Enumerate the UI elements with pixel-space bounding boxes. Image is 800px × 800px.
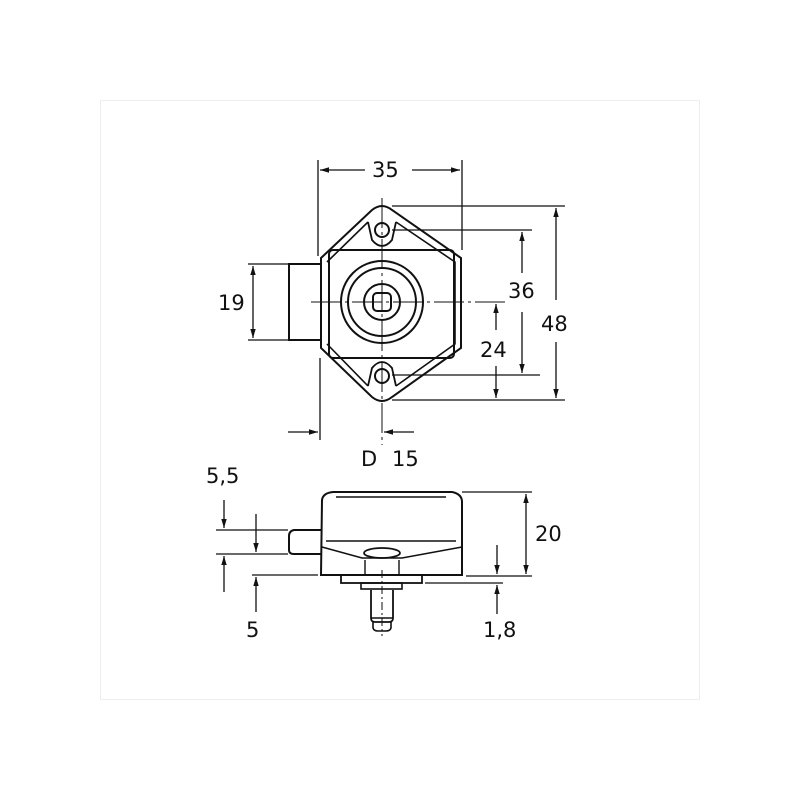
housing-face <box>328 249 455 359</box>
side-push-button <box>288 529 321 555</box>
side-view-dimensions <box>216 491 532 614</box>
side-view <box>288 491 463 636</box>
dim-width-35: 35 <box>372 158 399 182</box>
side-keyhole <box>363 547 401 559</box>
dim-side-height-20: 20 <box>535 522 562 546</box>
dim-height-48: 48 <box>541 312 568 336</box>
top-view-dimensions <box>248 160 565 440</box>
drawing-frame <box>100 100 700 700</box>
dim-button-offset-5-5: 5,5 <box>206 464 239 488</box>
dim-d-15: 15 <box>392 447 419 471</box>
side-housing <box>319 491 463 576</box>
housing-outline <box>320 205 462 402</box>
dim-hole-spacing-36: 36 <box>508 279 535 303</box>
dim-button-19: 19 <box>218 291 245 315</box>
top-view <box>288 198 505 445</box>
dim-offset-24: 24 <box>480 338 507 362</box>
dim-d-label: D <box>361 447 377 471</box>
dim-flange-1-8: 1,8 <box>483 618 516 642</box>
dim-button-height-5: 5 <box>246 618 259 642</box>
